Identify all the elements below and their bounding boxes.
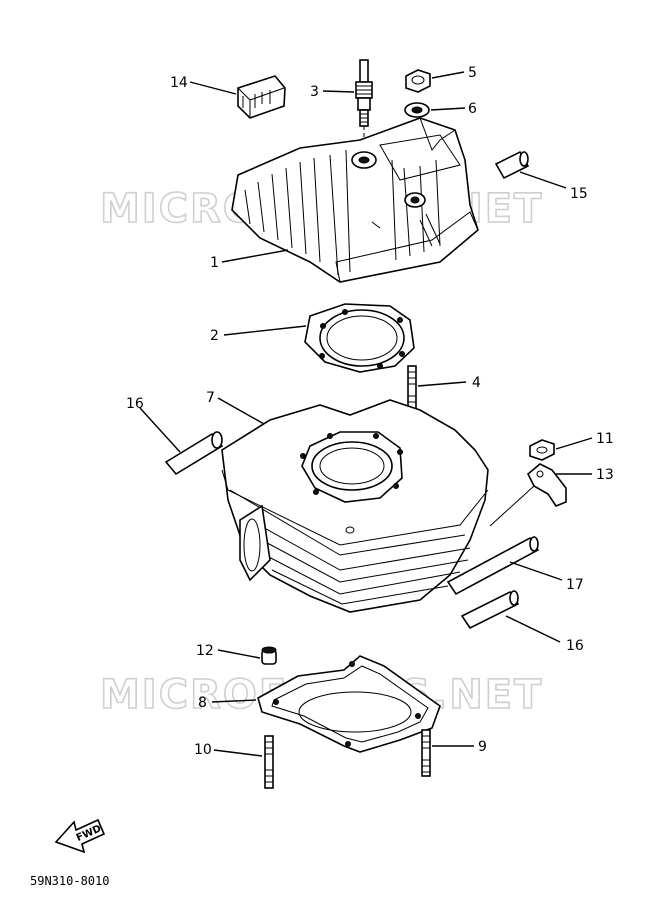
callout-9: 9 [478,739,487,755]
part-11-nut [529,439,555,461]
callout-17: 17 [566,577,584,593]
part-7-cylinder [221,399,489,613]
callout-6: 6 [468,101,477,117]
part-16-dowel-pin-right [460,590,520,630]
part-5-nut [405,69,431,93]
part-3-spark-plug [355,59,373,155]
part-13-bracket [489,463,567,527]
part-10-stud [264,735,274,789]
callout-16-left: 16 [126,396,144,412]
part-1-cylinder-head [231,117,479,283]
callout-12: 12 [196,643,214,659]
leader-lines [139,71,593,757]
part-9-stud [421,729,431,777]
callout-7: 7 [206,390,215,406]
callout-15: 15 [570,186,588,202]
part-12-plug [261,646,277,665]
callout-16-right: 16 [566,638,584,654]
callout-1: 1 [210,255,219,271]
callout-2: 2 [210,328,219,344]
diagram-code: 59N310-8010 [30,874,109,888]
part-15-dowel-pin [494,150,530,180]
part-2-head-gasket [304,303,415,373]
part-17-long-pin [446,536,540,596]
fwd-arrow-icon: FWD [54,818,106,854]
callout-8: 8 [198,695,207,711]
part-16-dowel-pin-left [164,431,224,476]
part-4-stud-bolt [407,365,417,413]
part-8-base-gasket [257,655,441,753]
part-6-washer [404,102,430,201]
callout-14: 14 [170,75,188,91]
callout-labels: 14 3 5 6 15 1 2 4 7 16 11 13 17 16 12 8 … [126,65,614,758]
callout-11: 11 [596,431,614,447]
callout-5: 5 [468,65,477,81]
callout-13: 13 [596,467,614,483]
callout-3: 3 [310,84,319,100]
callout-10: 10 [194,742,212,758]
part-14-cap [237,75,286,119]
callout-4: 4 [472,375,481,391]
